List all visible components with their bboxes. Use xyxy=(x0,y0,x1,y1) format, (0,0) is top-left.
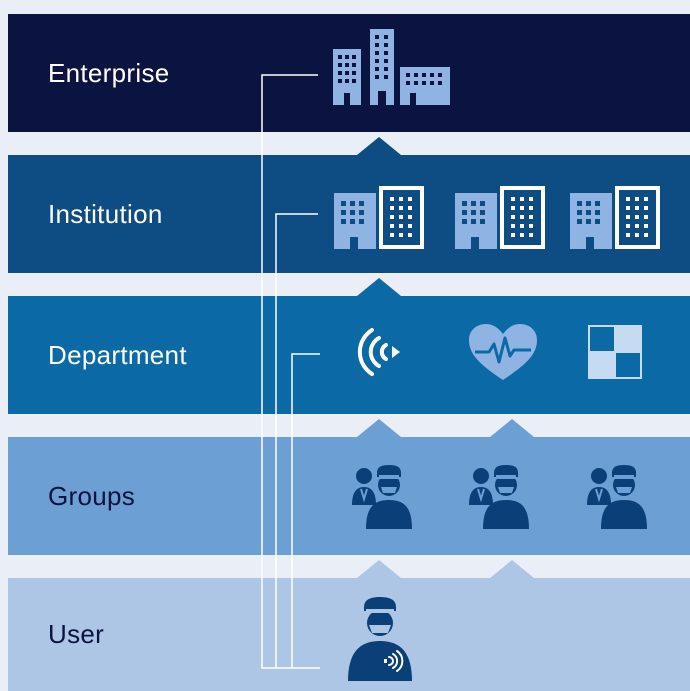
groups-label: Groups xyxy=(48,480,136,511)
enterprise-connector-arrow xyxy=(357,137,401,155)
hospital-building-icon xyxy=(334,186,424,249)
groups-connector-arrow-2 xyxy=(490,560,534,578)
enterprise-label: Enterprise xyxy=(48,57,170,88)
institution-label: Institution xyxy=(48,198,163,229)
department-connector-arrow-2 xyxy=(490,419,534,437)
hospital-building-icon xyxy=(455,186,545,249)
enterprise-buildings-icon xyxy=(333,29,450,105)
imaging-squares-icon xyxy=(588,325,642,379)
user-label: User xyxy=(48,619,105,649)
clinician-group-icon xyxy=(469,465,529,529)
hospital-building-icon xyxy=(570,186,660,249)
groups-band: Groups xyxy=(8,437,690,555)
department-band: Department xyxy=(8,296,690,414)
department-label: Department xyxy=(48,339,187,370)
radiology-wave-icon xyxy=(357,328,400,376)
cardiology-heart-icon xyxy=(469,324,537,380)
clinician-user-icon xyxy=(348,597,412,681)
department-connector-arrow-1 xyxy=(357,419,401,437)
clinician-group-icon xyxy=(352,465,412,529)
groups-connector-arrow-1 xyxy=(357,560,401,578)
clinician-group-icon xyxy=(587,465,647,529)
institution-connector-arrow xyxy=(357,278,401,296)
